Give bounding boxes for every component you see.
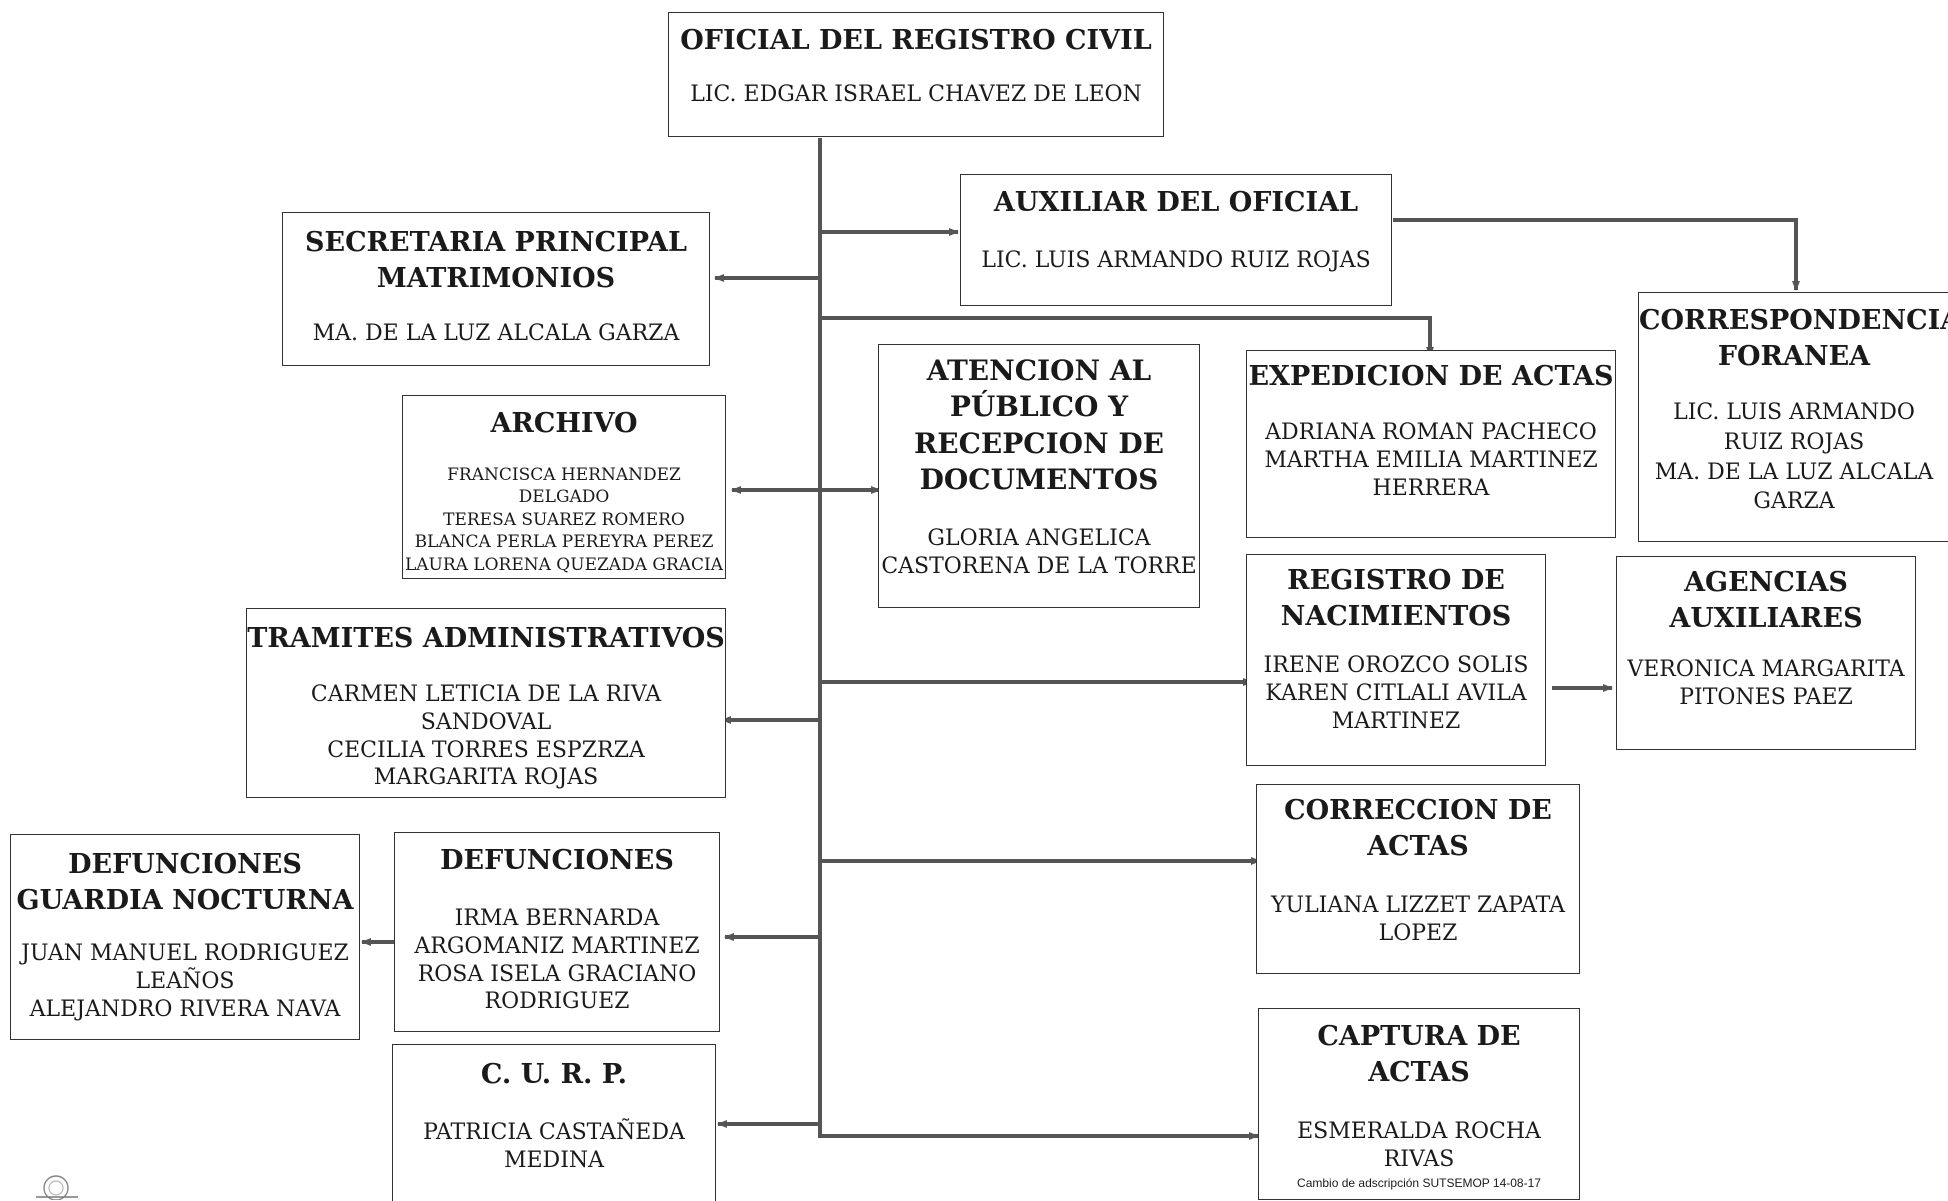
node-title: DEFUNCIONES [440, 845, 674, 876]
node-oficial-registro-civil: OFICIAL DEL REGISTRO CIVIL LIC. EDGAR IS… [668, 12, 1164, 137]
node-atencion-publico: ATENCION AL PÚBLICO Y RECEPCION DE DOCUM… [878, 344, 1200, 608]
node-title: SECRETARIA PRINCIPAL MATRIMONIOS [304, 227, 687, 294]
node-title: CORRECCION DE ACTAS [1284, 795, 1552, 862]
node-title: AUXILIAR DEL OFICIAL [993, 187, 1359, 218]
node-names: LIC. LUIS ARMANDO RUIZ ROJAS MA. DE LA L… [1654, 400, 1934, 515]
node-title: DEFUNCIONES GUARDIA NOCTURNA [16, 849, 354, 916]
node-curp: C. U. R. P. PATRICIA CASTAÑEDA MEDINA [392, 1044, 716, 1201]
node-archivo: ARCHIVO FRANCISCA HERNANDEZ DELGADO TERE… [402, 395, 726, 579]
arrow-to-captura [818, 1124, 1259, 1140]
node-expedicion-actas: EXPEDICION DE ACTAS ADRIANA ROMAN PACHEC… [1246, 350, 1616, 538]
node-names: LIC. LUIS ARMANDO RUIZ ROJAS [981, 247, 1371, 273]
node-title: TRAMITES ADMINISTRATIVOS [247, 623, 725, 654]
node-agencias-auxiliares: AGENCIAS AUXILIARES VERONICA MARGARITA P… [1616, 556, 1916, 750]
node-note: Cambio de adscripción SUTSEMOP 14-08-17 [1297, 1176, 1541, 1191]
node-secretaria-principal: SECRETARIA PRINCIPAL MATRIMONIOS MA. DE … [282, 212, 710, 366]
node-title: REGISTRO DE NACIMIENTOS [1280, 565, 1512, 632]
node-names: IRENE OROZCO SOLIS KAREN CITLALI AVILA M… [1263, 653, 1529, 735]
node-title: OFICIAL DEL REGISTRO CIVIL [680, 25, 1152, 56]
node-names: LIC. EDGAR ISRAEL CHAVEZ DE LEON [690, 81, 1142, 107]
node-defunciones-guardia-nocturna: DEFUNCIONES GUARDIA NOCTURNA JUAN MANUEL… [10, 834, 360, 1040]
node-tramites-administrativos: TRAMITES ADMINISTRATIVOS CARMEN LETICIA … [246, 608, 726, 798]
node-correccion-actas: CORRECCION DE ACTAS YULIANA LIZZET ZAPAT… [1256, 784, 1580, 974]
node-names: MA. DE LA LUZ ALCALA GARZA [312, 321, 680, 347]
node-names: IRMA BERNARDA ARGOMANIZ MARTINEZ ROSA IS… [414, 905, 700, 1015]
node-names: FRANCISCA HERNANDEZ DELGADO TERESA SUARE… [404, 464, 724, 576]
node-names: JUAN MANUEL RODRIGUEZ LEAÑOS ALEJANDRO R… [21, 941, 349, 1023]
node-names: PATRICIA CASTAÑEDA MEDINA [423, 1119, 685, 1173]
node-title: ATENCION AL PÚBLICO Y RECEPCION DE DOCUM… [913, 354, 1165, 497]
node-title: AGENCIAS AUXILIARES [1669, 567, 1863, 634]
node-title: CORRESPONDENCIA FORANEA [1639, 305, 1948, 372]
node-defunciones: DEFUNCIONES IRMA BERNARDA ARGOMANIZ MART… [394, 832, 720, 1032]
node-captura-actas: CAPTURA DE ACTAS ESMERALDA ROCHA RIVAS C… [1258, 1008, 1580, 1200]
node-names: ESMERALDA ROCHA RIVAS [1297, 1119, 1541, 1173]
node-names: GLORIA ANGELICA CASTORENA DE LA TORRE [881, 525, 1197, 579]
node-names: YULIANA LIZZET ZAPATA LOPEZ [1271, 893, 1565, 947]
node-names: CARMEN LETICIA DE LA RIVA SANDOVAL CECIL… [310, 681, 662, 791]
node-auxiliar-oficial: AUXILIAR DEL OFICIAL LIC. LUIS ARMANDO R… [960, 174, 1392, 306]
node-title: CAPTURA DE ACTAS [1317, 1021, 1521, 1088]
node-registro-nacimientos: REGISTRO DE NACIMIENTOS IRENE OROZCO SOL… [1246, 554, 1546, 766]
node-title: C. U. R. P. [480, 1059, 628, 1090]
arrow-to-expedicion [820, 316, 1434, 357]
node-names: ADRIANA ROMAN PACHECO MARTHA EMILIA MART… [1264, 419, 1598, 501]
seal-icon [36, 1175, 78, 1200]
node-correspondencia-foranea: CORRESPONDENCIA FORANEA LIC. LUIS ARMAND… [1638, 292, 1948, 542]
node-title: ARCHIVO [490, 408, 638, 439]
arrow-to-correspondencia [1393, 218, 1800, 291]
node-names: VERONICA MARGARITA PITONES PAEZ [1627, 657, 1905, 711]
node-title: EXPEDICION DE ACTAS [1248, 361, 1614, 392]
